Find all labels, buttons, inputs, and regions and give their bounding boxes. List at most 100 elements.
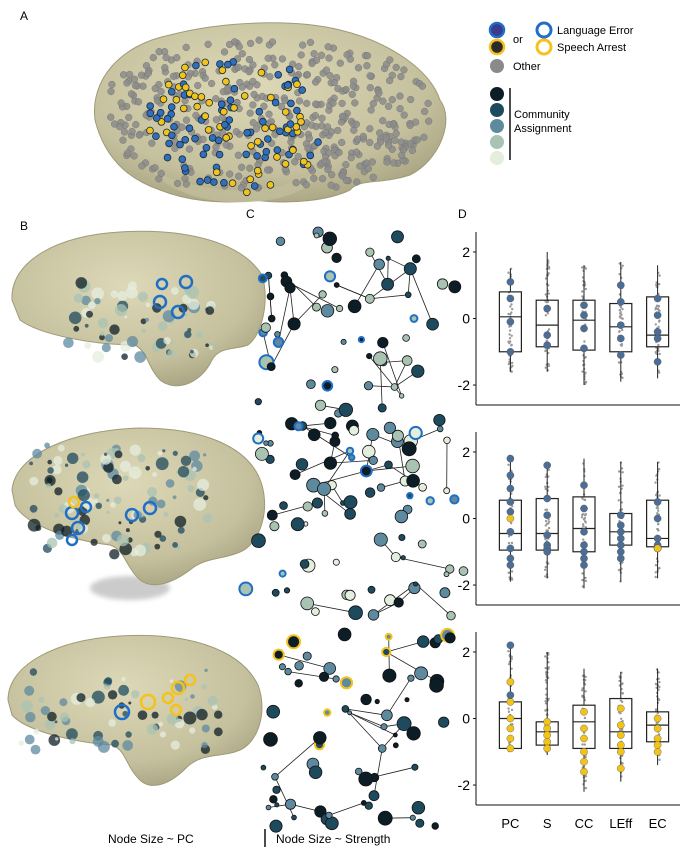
gray-electrode <box>352 120 361 128</box>
electrode-dot <box>189 727 196 734</box>
data-point-other <box>657 467 661 471</box>
data-point-other <box>510 334 513 337</box>
data-point-secondary <box>506 514 515 523</box>
data-point-other <box>583 517 586 521</box>
electrode-dot <box>122 710 129 717</box>
gray-electrode <box>420 107 429 116</box>
electrode-dot <box>82 460 91 469</box>
data-point-highlight <box>543 548 552 556</box>
gray-electrode <box>335 148 343 157</box>
blue-electrode <box>285 65 294 74</box>
data-point-other <box>544 524 547 527</box>
yellow-electrode <box>178 71 187 79</box>
network-node <box>411 763 419 771</box>
gray-electrode <box>305 134 313 142</box>
electrode-dot <box>18 740 25 746</box>
electrode-dot <box>119 460 131 472</box>
electrode-dot <box>94 297 101 305</box>
data-point-other <box>654 571 657 574</box>
data-point-other <box>511 364 514 367</box>
data-point-other <box>618 308 621 312</box>
data-point-highlight <box>617 281 625 290</box>
blue-electrode <box>163 153 172 162</box>
gray-electrode <box>384 102 393 111</box>
brain-a-gray-electrodes <box>107 36 433 192</box>
electrode-dot <box>109 549 120 560</box>
network-node <box>252 432 265 445</box>
gray-electrode <box>413 136 421 144</box>
network-node <box>404 291 412 299</box>
gray-electrode <box>363 52 372 60</box>
gray-electrode <box>220 48 229 56</box>
data-point-other <box>658 352 661 356</box>
network-node <box>373 532 388 547</box>
x-tick-label: PC <box>501 816 519 831</box>
network-edge <box>330 460 374 464</box>
gray-electrode <box>278 55 287 63</box>
blue-electrode <box>220 179 228 187</box>
network-node <box>340 338 347 345</box>
electrode-dot <box>111 739 119 748</box>
yellow-electrode <box>281 160 290 168</box>
network-node <box>263 440 269 446</box>
electrode-dot <box>154 543 161 550</box>
data-point-other <box>581 497 584 500</box>
data-point-highlight <box>580 481 588 490</box>
electrode-dot <box>117 290 128 301</box>
data-point-other <box>621 328 624 332</box>
yellow-electrode <box>268 123 277 132</box>
blue-electrode <box>152 132 160 141</box>
network-node <box>354 767 363 776</box>
legend-community-swatch <box>490 151 504 165</box>
electrode-dot <box>163 337 171 345</box>
network-node <box>266 509 278 521</box>
network-node <box>381 709 393 722</box>
electrode-dot <box>122 740 133 751</box>
electrode-dot <box>66 728 78 741</box>
network-node <box>401 441 417 457</box>
gray-electrode <box>366 125 374 133</box>
gray-electrode <box>157 87 165 96</box>
network-edge <box>349 712 385 728</box>
electrode-dot <box>172 450 178 456</box>
network-node <box>251 533 266 548</box>
data-point-highlight <box>653 534 662 543</box>
electrode-dot <box>75 277 88 289</box>
gray-electrode <box>418 82 427 90</box>
network-node <box>294 661 304 671</box>
gray-electrode <box>375 89 383 97</box>
network-node <box>380 723 388 731</box>
data-point-other <box>509 340 512 343</box>
legend-language-error-label: Language Error <box>557 25 634 37</box>
yellow-electrode <box>146 126 154 135</box>
electrode-dot <box>33 728 40 735</box>
blue-electrode <box>262 147 271 156</box>
data-point-other <box>546 300 550 304</box>
network-node <box>377 403 387 413</box>
network-node <box>307 428 321 442</box>
panel-a-brain <box>93 22 447 203</box>
gray-electrode <box>115 122 124 131</box>
network-node <box>374 698 380 705</box>
data-point-highlight <box>617 764 625 773</box>
data-point-other <box>510 570 514 573</box>
stim-ring <box>183 673 197 687</box>
electrode-dot <box>106 510 110 515</box>
data-point-other <box>655 474 658 477</box>
gray-electrode <box>399 146 408 154</box>
network-node <box>265 804 272 811</box>
gray-electrode <box>356 162 364 170</box>
data-point-highlight <box>580 548 588 556</box>
electrode-dot <box>118 684 129 696</box>
data-point-highlight <box>617 351 625 359</box>
electrode-dot <box>201 724 210 733</box>
network-node <box>403 262 417 276</box>
network-edge <box>278 654 330 669</box>
gray-electrode <box>308 59 316 68</box>
y-tick-label: 0 <box>462 711 470 727</box>
gray-electrode <box>396 92 404 100</box>
electrode-dot <box>63 337 74 349</box>
network-node <box>311 497 323 509</box>
data-point-other <box>621 308 624 311</box>
yellow-electrode <box>253 138 262 146</box>
